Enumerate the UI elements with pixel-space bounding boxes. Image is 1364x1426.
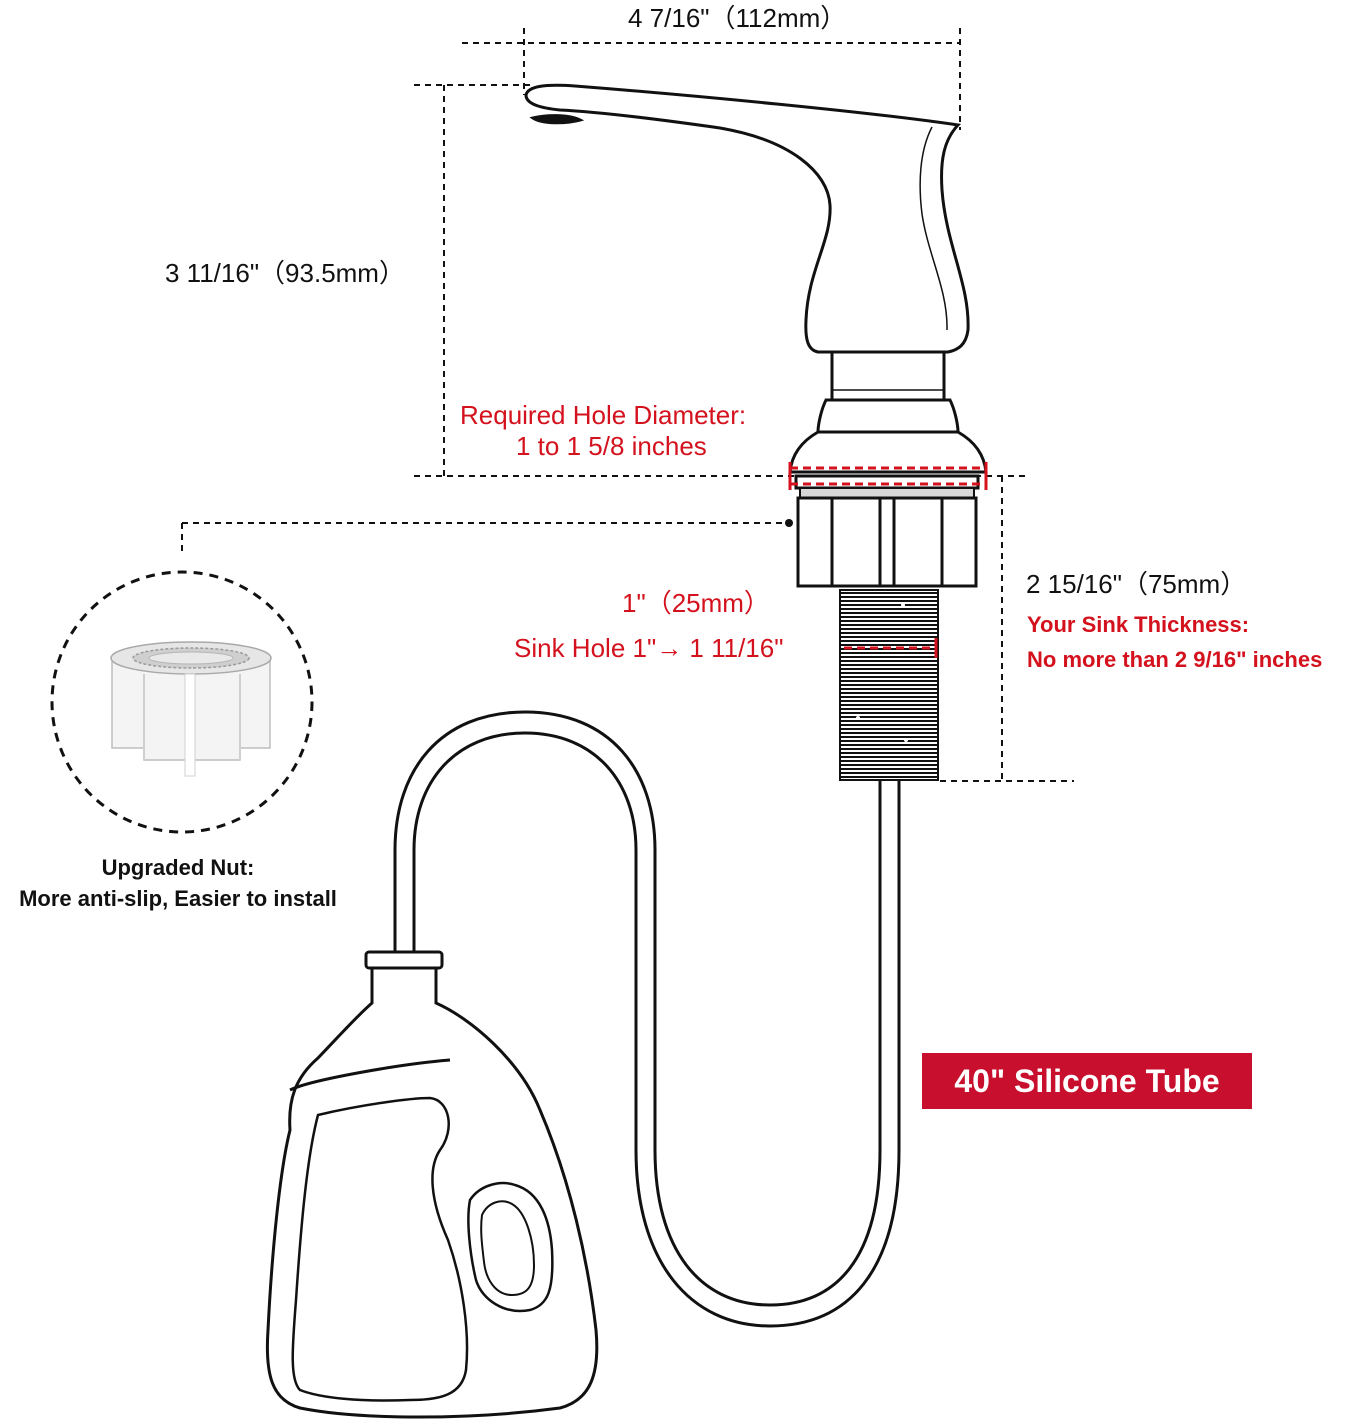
nut-callout-dot xyxy=(785,519,793,527)
nut-title: Upgraded Nut: xyxy=(101,855,255,880)
soap-bottle-icon xyxy=(265,950,599,1419)
dimension-lines xyxy=(181,28,1074,782)
silicone-tube-badge: 40" Silicone Tube xyxy=(922,1053,1252,1109)
hole-diameter-title: Required Hole Diameter: xyxy=(460,400,747,430)
spout-length-label: 4 7/16"（112mm） xyxy=(628,3,847,33)
hole-diameter-range: 1 to 1 5/8 inches xyxy=(516,431,707,461)
shank-diameter-label: 1"（25mm） xyxy=(622,588,770,618)
nut-subtitle: More anti-slip, Easier to install xyxy=(19,886,337,911)
sink-thickness-title: Your Sink Thickness: xyxy=(1027,612,1250,637)
sink-hole-label: Sink Hole 1"→ 1 11/16" xyxy=(514,633,784,663)
hole-diameter-marker xyxy=(790,466,986,650)
mounting-nut-icon xyxy=(110,641,272,777)
mounting-nut-outline xyxy=(796,496,978,588)
sink-thickness-limit: No more than 2 9/16" inches xyxy=(1027,647,1323,672)
hole-diameter-ticks xyxy=(788,462,988,658)
shank-length-label: 2 15/16"（75mm） xyxy=(1026,569,1247,599)
pump-height-label: 3 11/16"（93.5mm） xyxy=(165,258,405,288)
threaded-shank-icon xyxy=(794,474,980,781)
silicone-tube-icon xyxy=(393,710,901,1328)
soap-pump-head-icon xyxy=(524,83,988,474)
